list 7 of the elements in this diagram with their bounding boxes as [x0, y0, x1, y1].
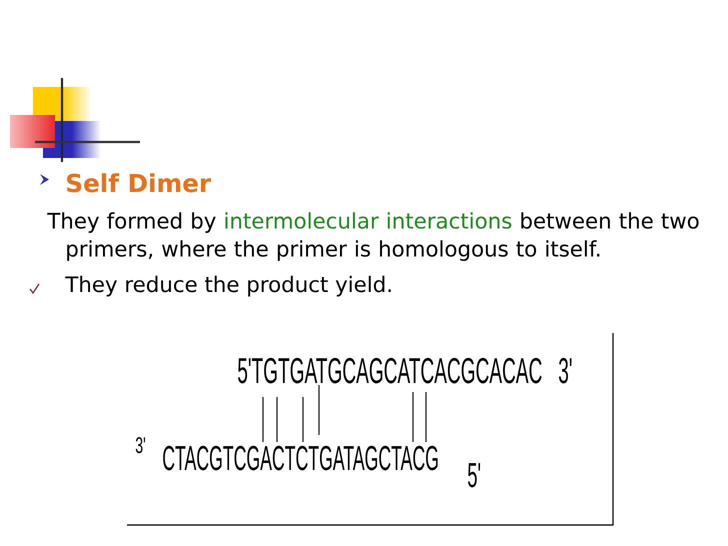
- heading: Self Dimer: [67, 173, 211, 192]
- paragraph: They formed by intermolecular interactions between the two primers, where the primer is homologous to itself.: [47, 212, 699, 261]
- sequence-text: 3': [136, 437, 146, 454]
- bullet-text: They reduce the product yield.: [65, 276, 391, 296]
- sequence-text: 5': [468, 463, 480, 488]
- sequence-text: 5'TGTGATGCAGCATCACGCACAC 3': [238, 358, 572, 384]
- sequence-text: CTACGTCGACTCTGATAGCTACG: [163, 446, 438, 470]
